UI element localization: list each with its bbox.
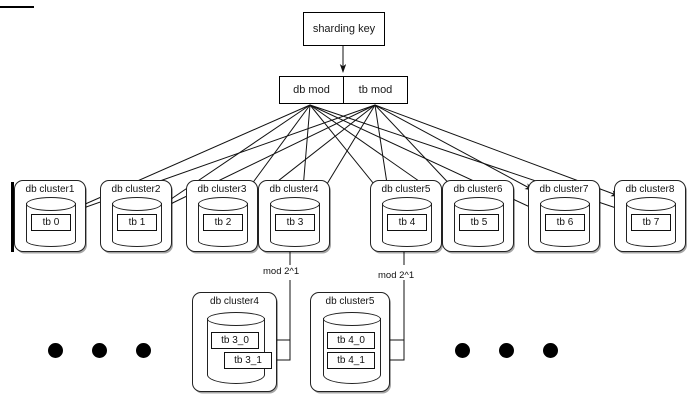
sharding-key-label: sharding key [312, 23, 376, 35]
bottom-cylinder-top-4 [207, 312, 265, 326]
table-box-tb0[interactable]: tb 0 [31, 214, 71, 231]
table-box-tb7[interactable]: tb 7 [631, 214, 671, 231]
left-ellipsis-dot-3 [136, 343, 151, 358]
cluster-label-3: db cluster3 [197, 184, 247, 195]
bottom-database-cylinder-4 [207, 312, 265, 384]
table-label-tb5: tb 5 [470, 217, 488, 228]
edge-tbmod-to-cluster7 [374, 104, 534, 191]
cylinder-top-3 [198, 197, 248, 211]
table-label-tb4-1: tb 4_1 [337, 355, 365, 366]
sharding-key-node[interactable]: sharding key [303, 12, 385, 46]
table-box-tb5[interactable]: tb 5 [459, 214, 499, 231]
table-label-tb2: tb 2 [214, 217, 232, 228]
right-ellipsis-dot-2 [499, 343, 514, 358]
bottom-cylinder-body-4 [207, 318, 265, 384]
cylinder-top-5 [382, 197, 432, 211]
split-label-right: mod 2^1 [378, 270, 415, 281]
edge-tbmod-to-cluster6 [374, 104, 458, 193]
table-label-tb7: tb 7 [642, 217, 660, 228]
table-box-tb3-1[interactable]: tb 3_1 [224, 352, 272, 369]
cluster-node-4[interactable]: db cluster4 tb 3 [258, 180, 330, 252]
left-ellipsis-dot-2 [92, 343, 107, 358]
cluster-node-7[interactable]: db cluster7 tb 6 [528, 180, 600, 252]
bottom-cluster-label-5: db cluster5 [325, 296, 375, 307]
cluster-label-8: db cluster8 [625, 184, 675, 195]
cluster-node-8[interactable]: db cluster8 tb 7 [614, 180, 686, 252]
cluster-label-7: db cluster7 [539, 184, 589, 195]
corner-mark-top [0, 6, 34, 8]
cluster-label-5: db cluster5 [381, 184, 431, 195]
cylinder-top-7 [540, 197, 590, 211]
bottom-cluster-node-4[interactable]: db cluster4 tb 3_0 tb 3_1 [192, 292, 277, 392]
table-box-tb3[interactable]: tb 3 [275, 214, 315, 231]
right-ellipsis-dot-3 [543, 343, 558, 358]
bottom-cylinder-body-5 [323, 318, 381, 384]
table-label-tb3: tb 3 [286, 217, 304, 228]
bottom-database-cylinder-5 [323, 312, 381, 384]
cluster-node-2[interactable]: db cluster2 tb 1 [100, 180, 172, 252]
cylinder-top-6 [454, 197, 504, 211]
db-mod-cell[interactable]: db mod [280, 77, 344, 103]
table-label-tb3-0: tb 3_0 [221, 335, 249, 346]
table-box-tb2[interactable]: tb 2 [203, 214, 243, 231]
cluster1-accent [11, 182, 14, 252]
cluster-node-6[interactable]: db cluster6 tb 5 [442, 180, 514, 252]
edge-tbmod-to-cluster5 [374, 104, 390, 191]
cluster-node-3[interactable]: db cluster3 tb 2 [186, 180, 258, 252]
cluster-label-6: db cluster6 [453, 184, 503, 195]
tb-mod-label: tb mod [358, 84, 393, 96]
table-box-tb3-0[interactable]: tb 3_0 [211, 332, 259, 349]
cluster-label-1: db cluster1 [25, 184, 75, 195]
right-ellipsis-dot-1 [455, 343, 470, 358]
left-ellipsis-dot-1 [48, 343, 63, 358]
cylinder-top-4 [270, 197, 320, 211]
table-box-tb6[interactable]: tb 6 [545, 214, 585, 231]
cluster-node-5[interactable]: db cluster5 tb 4 [370, 180, 442, 252]
cylinder-top-2 [112, 197, 162, 211]
bottom-cluster-label-4: db cluster4 [210, 296, 259, 307]
db-mod-label: db mod [293, 84, 330, 96]
bottom-cylinder-top-5 [323, 312, 381, 326]
table-box-tb4[interactable]: tb 4 [387, 214, 427, 231]
tb-mod-cell[interactable]: tb mod [344, 77, 407, 103]
table-label-tb4: tb 4 [398, 217, 416, 228]
table-label-tb0: tb 0 [42, 217, 60, 228]
split-label-left: mod 2^1 [263, 266, 300, 277]
cluster-node-1[interactable]: db cluster1 tb 0 [14, 180, 86, 252]
cluster-label-2: db cluster2 [111, 184, 161, 195]
table-box-tb4-0[interactable]: tb 4_0 [327, 332, 375, 349]
table-box-tb4-1[interactable]: tb 4_1 [327, 352, 375, 369]
table-label-tb1: tb 1 [128, 217, 146, 228]
table-box-tb1[interactable]: tb 1 [117, 214, 157, 231]
cluster-label-4: db cluster4 [269, 184, 319, 195]
table-label-tb3-1: tb 3_1 [234, 355, 262, 366]
bottom-cluster-node-5[interactable]: db cluster5 tb 4_0 tb 4_1 [310, 292, 390, 392]
mod-router-box[interactable]: db mod tb mod [279, 76, 408, 104]
table-label-tb6: tb 6 [556, 217, 574, 228]
cylinder-top-1 [26, 197, 76, 211]
table-label-tb4-0: tb 4_0 [337, 335, 365, 346]
cylinder-top-8 [626, 197, 676, 211]
